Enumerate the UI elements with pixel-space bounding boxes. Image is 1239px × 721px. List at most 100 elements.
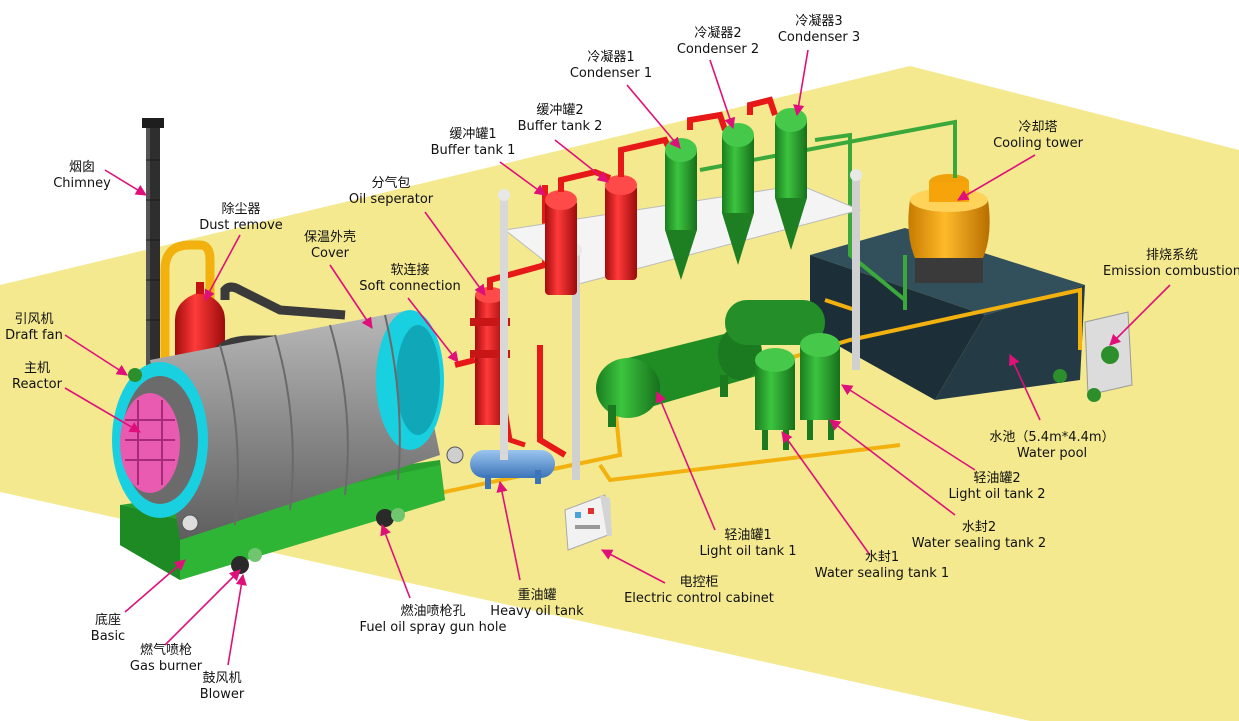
emission-combustion-unit <box>1053 311 1133 402</box>
condenser-3 <box>775 108 807 250</box>
arrow-draft-fan <box>64 334 128 376</box>
label-basic-zh: 底座 <box>94 613 122 628</box>
label-condenser-2-en: Condenser 2 <box>676 42 760 57</box>
label-blower-en: Blower <box>199 687 245 702</box>
label-water-pool-zh: 水池（5.4m*4.4m） <box>989 430 1115 445</box>
label-condenser-1-en: Condenser 1 <box>569 66 653 81</box>
arrow-blower <box>227 573 247 666</box>
arrow-heavy-oil-tank <box>496 480 521 581</box>
arrow-basic <box>124 559 186 613</box>
cooling-tower <box>908 174 990 283</box>
arrow-gas-burner <box>164 569 241 646</box>
label-emission-combustion-zh: 排烧系统 <box>1145 248 1198 263</box>
arrow-condenser-2 <box>709 59 736 130</box>
arrow-condenser-3 <box>793 49 809 117</box>
label-heavy-oil-tank-zh: 重油罐 <box>517 588 557 603</box>
label-water-sealing-tank-2-zh: 水封2 <box>961 520 997 535</box>
label-chimney-en: Chimney <box>53 176 111 191</box>
arrow-oil-separator <box>424 211 486 296</box>
arrow-electric-control-cabinet <box>601 549 666 584</box>
light-oil-tank-2 <box>725 300 825 345</box>
burner-components <box>128 368 405 574</box>
label-draft-fan-en: Draft fan <box>5 328 63 343</box>
reactor-drum <box>112 310 464 540</box>
arrow-cover <box>329 264 373 329</box>
label-water-sealing-tank-2-en: Water sealing tank 2 <box>911 536 1047 551</box>
label-condenser-1-zh: 冷凝器1 <box>587 50 635 65</box>
arrow-reactor <box>64 387 141 433</box>
arrow-light-oil-tank-1 <box>655 390 716 531</box>
label-draft-fan-zh: 引风机 <box>14 312 54 327</box>
arrow-chimney <box>104 169 147 196</box>
condenser-1 <box>665 138 697 280</box>
label-soft-connection-zh: 软连接 <box>390 263 430 278</box>
arrow-water-sealing-tank-2 <box>829 419 956 516</box>
label-emission-combustion-en: Emission combustion <box>1103 264 1239 279</box>
label-cooling-tower-zh: 冷却塔 <box>1018 120 1058 135</box>
label-oil-separator-en: Oil seperator <box>348 192 434 207</box>
label-blower-zh: 鼓风机 <box>202 671 242 686</box>
reactor-door <box>120 393 180 493</box>
leader-arrows <box>64 49 1171 666</box>
arrow-dust-remove <box>204 234 241 301</box>
label-reactor-zh: 主机 <box>23 361 50 376</box>
label-water-pool: 水池（5.4m*4.4m）Water pool <box>989 430 1114 462</box>
label-condenser-2-zh: 冷凝器2 <box>694 26 742 41</box>
dust-remover <box>160 240 225 360</box>
label-fuel-oil-spray-gun-hole-en: Fuel oil spray gun hole <box>359 620 507 635</box>
electric-control-cabinet <box>564 494 612 551</box>
label-water-pool-en: Water pool <box>1016 446 1088 461</box>
label-condenser-3-zh: 冷凝器3 <box>795 14 843 29</box>
label-cooling-tower-en: Cooling tower <box>993 136 1083 151</box>
arrow-water-pool <box>1009 353 1041 421</box>
label-cover-en: Cover <box>310 246 350 261</box>
label-condenser-3-en: Condenser 3 <box>777 30 861 45</box>
chimney <box>142 118 164 375</box>
label-soft-connection-en: Soft connection <box>359 279 461 294</box>
label-electric-control-cabinet-en: Electric control cabinet <box>624 591 774 606</box>
water-sealing-tank-1 <box>755 348 795 450</box>
label-cover-zh: 保温外壳 <box>303 230 357 245</box>
label-gas-burner-zh: 燃气喷枪 <box>139 643 193 658</box>
label-dust-remove-zh: 除尘器 <box>221 202 261 217</box>
arrow-buffer-tank-2 <box>554 139 609 183</box>
arrow-light-oil-tank-2 <box>841 384 976 471</box>
label-water-sealing-tank-1-en: Water sealing tank 1 <box>814 566 950 581</box>
label-buffer-tank-2-en: Buffer tank 2 <box>517 119 603 134</box>
arrow-condenser-1 <box>626 84 681 149</box>
water-sealing-tank-2 <box>800 333 840 440</box>
heavy-oil-tank <box>470 450 555 489</box>
label-dust-remove-en: Dust remove <box>199 218 283 233</box>
label-light-oil-tank-2-zh: 轻油罐2 <box>973 471 1021 486</box>
label-light-oil-tank-2-en: Light oil tank 2 <box>948 487 1046 502</box>
label-buffer-tank-2-zh: 缓冲罐2 <box>536 103 584 118</box>
label-oil-separator-zh: 分气包 <box>371 176 411 191</box>
arrow-buffer-tank-1 <box>499 161 546 196</box>
label-light-oil-tank-1-en: Light oil tank 1 <box>699 544 797 559</box>
label-gas-burner-en: Gas burner <box>129 659 203 674</box>
label-heavy-oil-tank-en: Heavy oil tank <box>490 604 584 619</box>
label-fuel-oil-spray-gun-hole-zh: 燃油喷枪孔 <box>400 604 466 619</box>
arrow-water-sealing-tank-1 <box>781 431 871 556</box>
